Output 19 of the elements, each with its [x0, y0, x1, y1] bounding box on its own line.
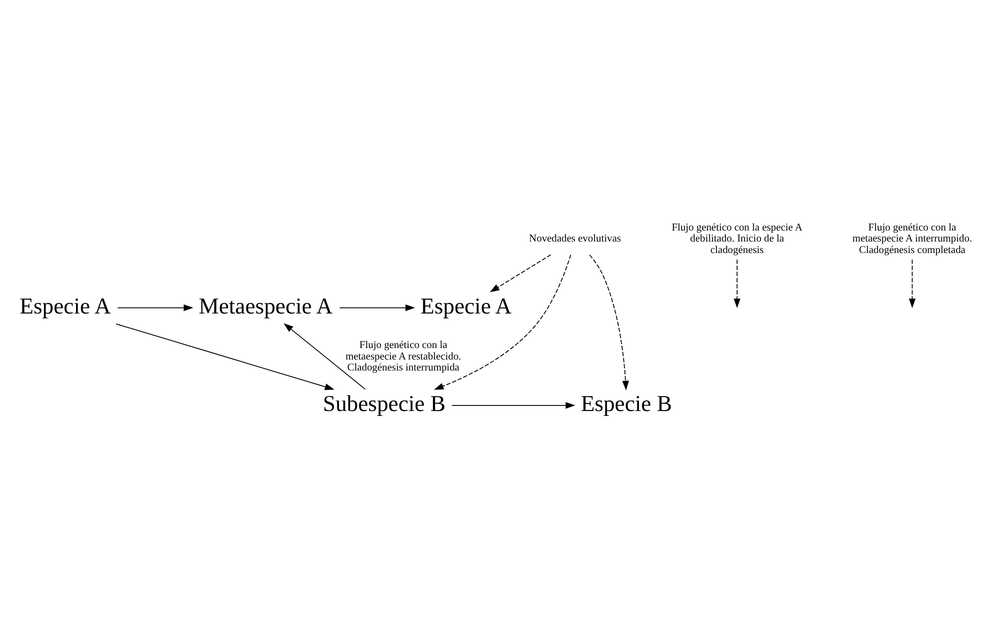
arrow	[908, 258, 916, 308]
node-text: Novedades evolutivas	[529, 233, 621, 244]
node-text: Especie A	[20, 292, 111, 318]
arrow	[490, 254, 552, 292]
arrow	[734, 258, 740, 308]
node-text: Especie B	[580, 390, 672, 416]
node-text: Especie A	[420, 292, 512, 318]
arrow	[116, 323, 334, 390]
node-text: Subespecie B	[322, 390, 446, 416]
node-text: Metaespecie A	[198, 292, 333, 318]
arrow	[589, 254, 629, 390]
node-text: Flujo genético con la metaespecie A interrumpido. Cladogénesis completada	[852, 222, 972, 256]
arrow	[117, 304, 194, 311]
arrow	[284, 322, 366, 390]
edge-label: Flujo genético con la metaespecie A restablecido. Cladogénesis interrumpida	[346, 339, 462, 374]
arrow	[339, 304, 416, 311]
node-text: Flujo genético con la especie A debilitado. Inicio de la cladogénesis	[672, 222, 802, 256]
arrow	[451, 402, 576, 408]
arrow	[434, 254, 572, 390]
